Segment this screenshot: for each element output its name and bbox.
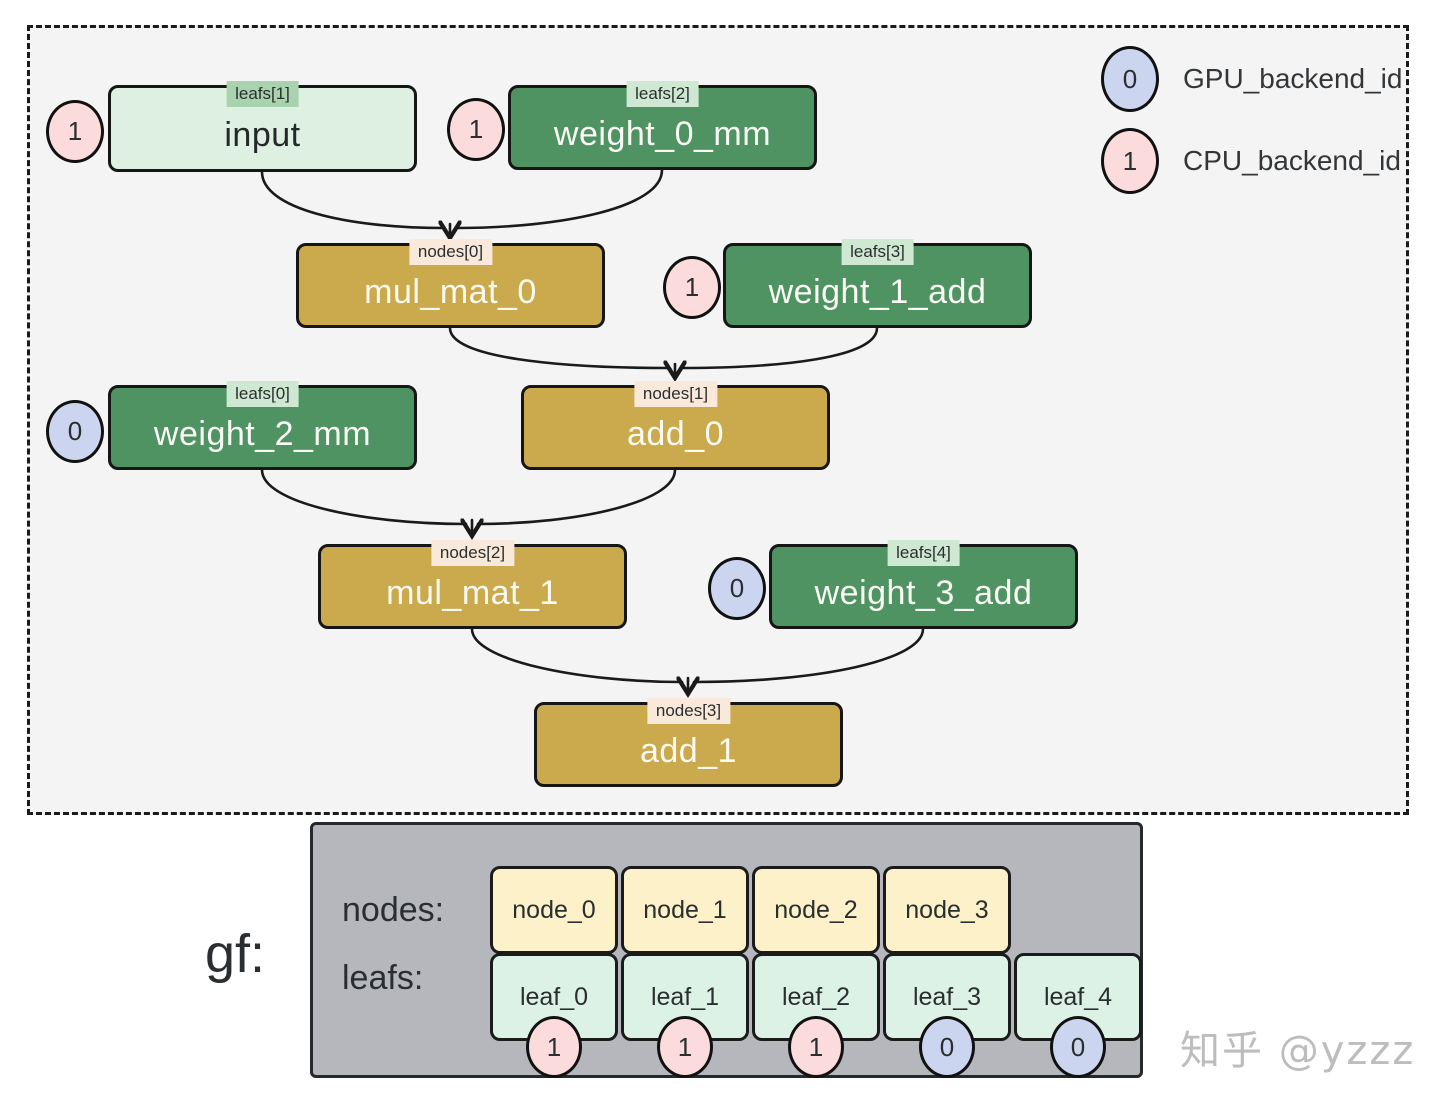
legend-cpu-badge: 1 bbox=[1101, 128, 1159, 194]
graph-node-mul-mat-1: nodes[2] mul_mat_1 bbox=[318, 540, 627, 629]
gf-nodes-row-label: nodes: bbox=[342, 891, 445, 929]
index-tag: leafs[2] bbox=[626, 81, 699, 108]
badge-value: 0 bbox=[67, 416, 83, 446]
watermark: 知乎 @yzzz bbox=[1180, 1028, 1416, 1074]
badge-value: 0 bbox=[1070, 1031, 1086, 1062]
node-label: weight_3_add bbox=[814, 574, 1033, 612]
graph-node-input: leafs[1] input bbox=[108, 81, 417, 172]
graph-node-weight-2-mm: leafs[0] weight_2_mm bbox=[108, 381, 417, 470]
graph-node-weight-1-add: leafs[3] weight_1_add bbox=[723, 239, 1032, 328]
index-tag: leafs[3] bbox=[841, 239, 914, 266]
gf-leaf-backend-badge: 1 bbox=[788, 1016, 844, 1078]
badge-value: 1 bbox=[468, 114, 484, 144]
gf-leaf-backend-badge: 1 bbox=[657, 1016, 713, 1078]
badge-value: 1 bbox=[546, 1031, 562, 1062]
gf-title: gf: bbox=[205, 924, 266, 984]
badge-value: 1 bbox=[677, 1031, 693, 1062]
gf-leaf-backend-badge: 0 bbox=[919, 1016, 975, 1078]
badge-value: 0 bbox=[1122, 63, 1138, 94]
node-label: weight_2_mm bbox=[153, 415, 372, 453]
badge-value: 1 bbox=[684, 272, 700, 302]
backend-badge-weight-3-add: 0 bbox=[708, 557, 766, 620]
badge-value: 0 bbox=[729, 573, 745, 603]
legend-gpu-label: GPU_backend_id bbox=[1183, 63, 1403, 94]
gf-leaf-backend-badge: 0 bbox=[1050, 1016, 1106, 1078]
graph-node-add-0: nodes[1] add_0 bbox=[521, 381, 830, 470]
backend-badge-weight-2-mm: 0 bbox=[46, 400, 104, 463]
index-tag: nodes[1] bbox=[633, 381, 718, 408]
node-label: input bbox=[224, 116, 301, 154]
badge-value: 1 bbox=[67, 116, 83, 146]
index-tag: nodes[3] bbox=[646, 698, 731, 725]
legend-gpu-badge: 0 bbox=[1101, 46, 1159, 112]
node-label: weight_0_mm bbox=[553, 115, 772, 153]
gf-leafs-row-label: leafs: bbox=[342, 959, 424, 997]
badge-value: 0 bbox=[939, 1031, 955, 1062]
graph-node-weight-0-mm: leafs[2] weight_0_mm bbox=[508, 81, 817, 170]
index-tag: leafs[0] bbox=[226, 381, 299, 408]
index-tag: leafs[4] bbox=[887, 540, 960, 567]
backend-badge-weight-1-add: 1 bbox=[663, 256, 721, 319]
gf-node-cell: node_2 bbox=[752, 866, 880, 954]
node-label: add_0 bbox=[626, 415, 725, 453]
gf-leaf-cell: leaf_1 bbox=[621, 953, 749, 1041]
index-tag: nodes[2] bbox=[430, 540, 515, 567]
node-label: mul_mat_0 bbox=[364, 273, 537, 311]
gf-node-cell: node_1 bbox=[621, 866, 749, 954]
graph-node-add-1: nodes[3] add_1 bbox=[534, 698, 843, 787]
node-label: add_1 bbox=[639, 732, 738, 770]
gf-node-cell: node_3 bbox=[883, 866, 1011, 954]
backend-badge-input: 1 bbox=[46, 100, 104, 163]
backend-badge-weight-0-mm: 1 bbox=[447, 98, 505, 161]
index-tag: nodes[0] bbox=[408, 239, 493, 266]
gf-node-cell: node_0 bbox=[490, 866, 618, 954]
index-tag: leafs[1] bbox=[226, 81, 299, 108]
node-label: mul_mat_1 bbox=[386, 574, 559, 612]
badge-value: 1 bbox=[808, 1031, 824, 1062]
graph-node-weight-3-add: leafs[4] weight_3_add bbox=[769, 540, 1078, 629]
badge-value: 1 bbox=[1122, 145, 1138, 176]
graph-node-mul-mat-0: nodes[0] mul_mat_0 bbox=[296, 239, 605, 328]
legend-cpu-label: CPU_backend_id bbox=[1183, 145, 1401, 176]
gf-leaf-backend-badge: 1 bbox=[526, 1016, 582, 1078]
node-label: weight_1_add bbox=[768, 273, 987, 311]
